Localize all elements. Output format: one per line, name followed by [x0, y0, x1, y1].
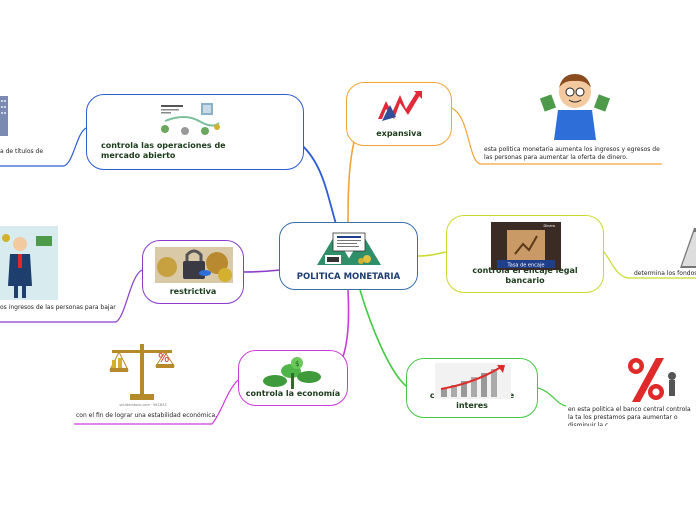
percent-man-icon: [628, 358, 676, 402]
note-expansiva: esta politica monetaria aumenta los ingr…: [484, 146, 660, 162]
document-icon: [680, 228, 696, 268]
money-box-icon: Tasa de encaje Dinero: [491, 222, 561, 270]
cartoon-man-with-money-icon: [540, 74, 610, 140]
branch-economia[interactable]: $ controla la economía: [238, 350, 348, 406]
branch-expansiva-label: expansiva: [376, 129, 422, 138]
branch-expansiva[interactable]: expansiva: [346, 82, 452, 146]
branch-mercado-label: controla las operaciones de mercado abie…: [101, 141, 226, 160]
money-plant-icon: $: [263, 357, 321, 389]
link-encaje-note: [603, 251, 696, 279]
locked-coins-icon: [155, 247, 233, 283]
link-restrictiva-note: [0, 269, 143, 323]
encaje-picture-corner: Dinero: [543, 224, 555, 228]
branch-economia-label: controla la economía: [245, 389, 341, 398]
rising-arrow-icon: [378, 91, 422, 121]
link-mercado-note: [0, 127, 87, 167]
note-encaje: determina los fondos: [634, 270, 696, 277]
encaje-picture-caption: Tasa de encaje: [507, 263, 545, 269]
market-flow-icon: [161, 103, 220, 135]
branch-mercado[interactable]: controla las operaciones de mercado abie…: [86, 94, 304, 170]
branch-restrictiva-label: restrictiva: [169, 287, 217, 296]
branch-tasa[interactable]: controla la tasa de interes: [406, 358, 538, 418]
note-restrictiva: os ingresos de las personas para bajar: [0, 304, 116, 311]
svg-text:%: %: [158, 351, 169, 365]
businessman-choice-icon: [0, 226, 58, 300]
link-tasa: [359, 289, 407, 387]
note-tasa: en esta politica el banco central contro…: [568, 406, 691, 426]
link-economia-note: [74, 379, 239, 425]
note-mercado: a de títulos de: [0, 148, 44, 155]
bank-balance-icon: [317, 232, 381, 265]
economia-picture-caption: shutterstock.com · 9K1833: [119, 403, 166, 407]
svg-text:$: $: [295, 360, 299, 368]
central-topic[interactable]: POLITICA MONETARIA: [279, 222, 418, 290]
link-encaje: [417, 251, 447, 257]
note-economia: con el fin de lograr una estabilidad eco…: [76, 412, 218, 419]
balance-scale-icon: % shutterstock.com · 9K1833: [109, 344, 175, 407]
link-expansiva-note: [451, 107, 662, 165]
central-topic-title: POLITICA MONETARIA: [296, 272, 401, 283]
growth-bars-icon: [435, 363, 511, 399]
branch-encaje-label: controla el encaje legal bancario: [472, 266, 578, 285]
branch-restrictiva[interactable]: restrictiva: [142, 240, 244, 304]
link-tasa-note: [537, 387, 567, 407]
branch-encaje[interactable]: Tasa de encaje Dinero controla el encaje…: [446, 215, 604, 293]
building-photo-icon: [0, 96, 8, 136]
link-restrictiva: [243, 269, 281, 273]
